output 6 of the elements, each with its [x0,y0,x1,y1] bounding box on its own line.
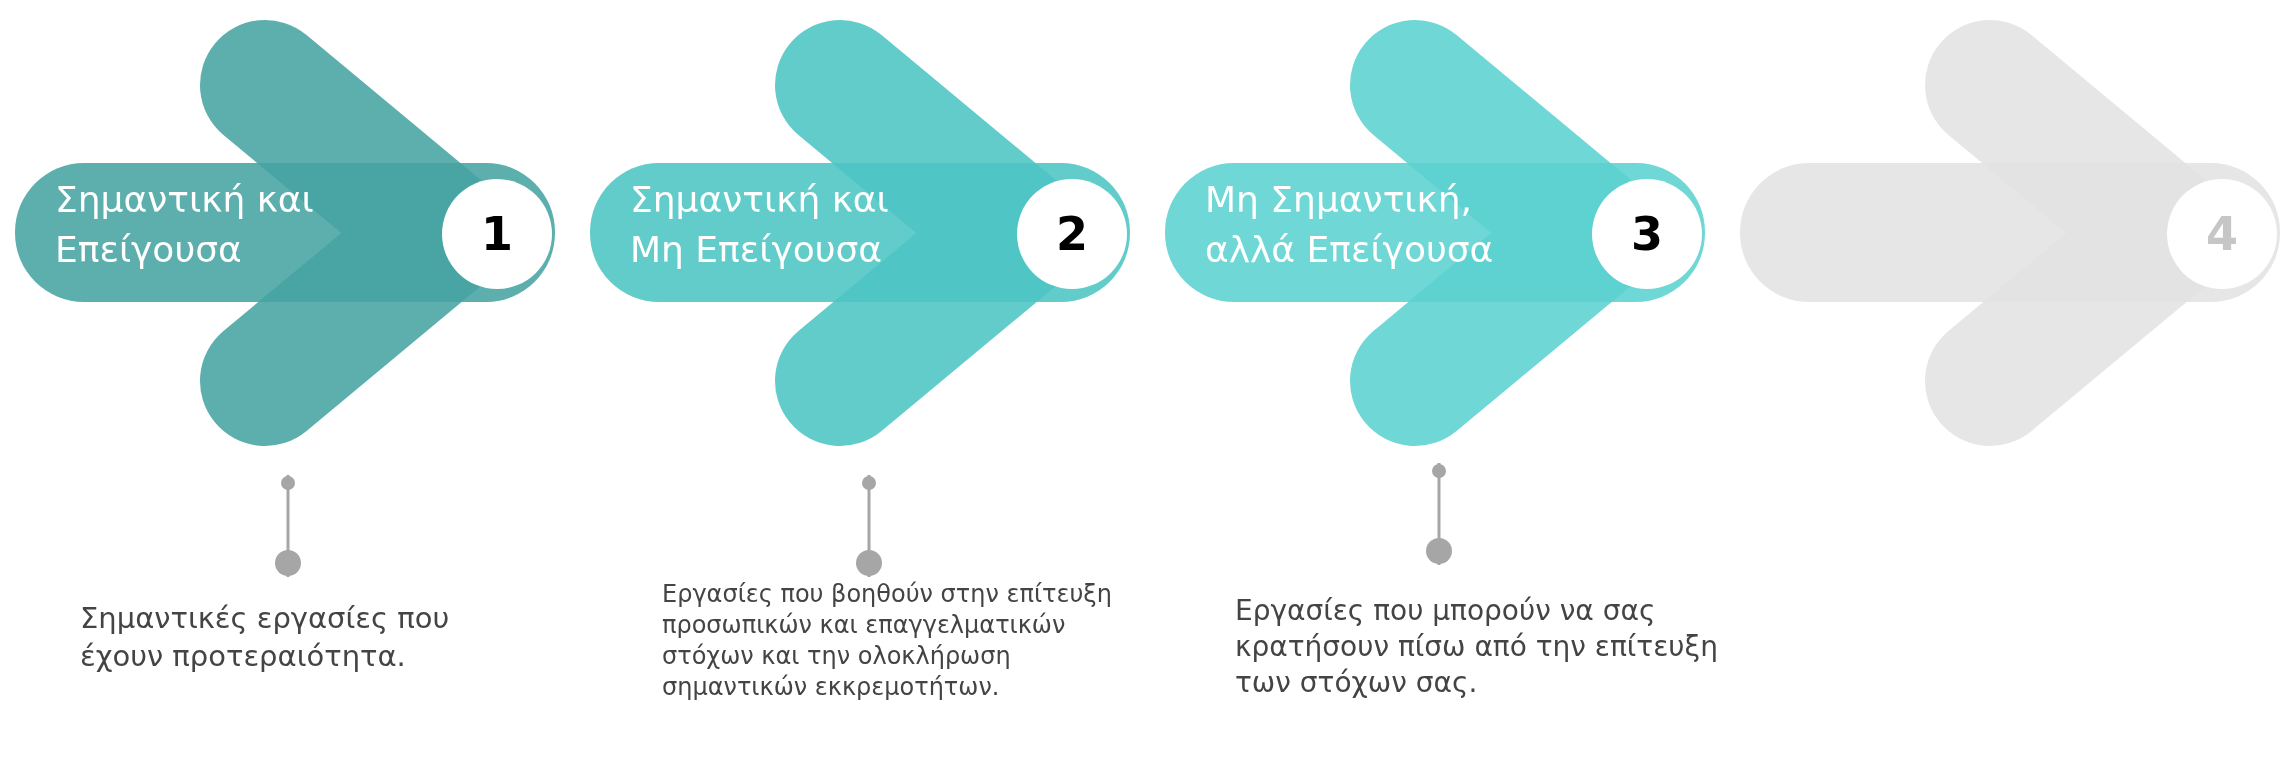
description-text: Εργασίες που μπορούν να σας κρατήσουν πίσω από την επίτευξη των στόχων σας. [1235,565,1765,701]
step-title: Μη Σημαντική, αλλά Επείγουσα [1205,178,1495,272]
step-title: Σημαντική και Επείγουσα [55,178,315,272]
description-text: Εργασίες που βοηθούν στην επίτευξη προσωπικών και επαγγελματικών στόχων και την ολοκλήρωση σημαντικών εκκρεμοτήτων. [662,577,1142,703]
step-title: Σημαντική και Μη Επείγουσα [630,178,890,272]
description-text: Σημαντικές εργασίες που έχουν προτεραιότητα. [80,577,510,675]
